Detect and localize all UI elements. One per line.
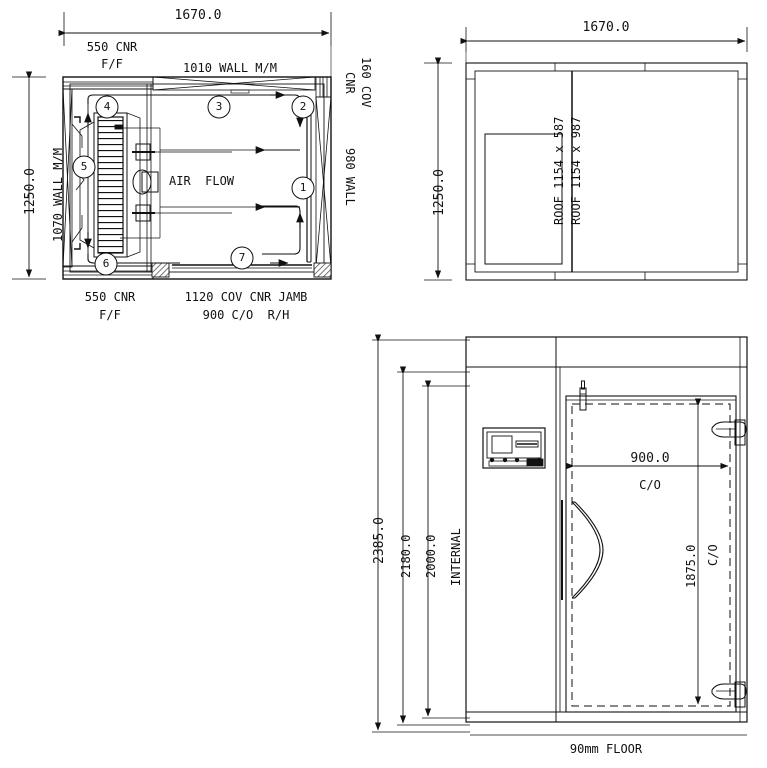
- elevation-internal-note: INTERNAL: [449, 528, 463, 586]
- elevation-2000-dimension: 2000.0: [424, 534, 438, 578]
- balloon-1-label: 1: [299, 181, 307, 194]
- balloon-5-label: 5: [80, 160, 88, 173]
- door-width-note: C/O: [639, 478, 661, 492]
- balloon-2-label: 2: [299, 100, 307, 113]
- door-height-dimension: 1875.0: [684, 544, 698, 588]
- elevation-view-geometry: [372, 334, 748, 736]
- plan-view-geometry: [12, 12, 332, 280]
- plan-label-ff-bottom: F/F: [99, 308, 121, 322]
- balloon-3-label: 3: [215, 100, 223, 113]
- plan-label-cnr: CNR: [343, 72, 357, 94]
- elevation-overall-dimension: 2385.0: [372, 517, 387, 564]
- plan-label-900-co-rh: 900 C/O R/H: [202, 308, 290, 322]
- roof-top-dimension: 1670.0: [582, 20, 630, 35]
- plan-air-flow-label: AIR FLOW: [169, 174, 235, 188]
- door-height-note: C/O: [706, 544, 720, 566]
- plan-top-dimension: 1670.0: [174, 8, 222, 23]
- plan-balloons: [72, 95, 315, 276]
- balloon-7-label: 7: [238, 251, 246, 264]
- balloon-6-label: 6: [102, 257, 110, 270]
- balloon-4-label: 4: [103, 100, 111, 113]
- plan-label-1070-wall: 1070 WALL M/M: [51, 148, 65, 242]
- door-width-dimension: 900.0: [630, 451, 670, 466]
- roof-panel-1-label: ROOF 1154 x 587: [552, 116, 566, 225]
- roof-view-geometry: [424, 27, 748, 281]
- plan-label-550-cnr-bottom: 550 CNR: [84, 290, 136, 304]
- plan-label-550-cnr-top: 550 CNR: [86, 40, 138, 54]
- plan-label-1120-cov-cnr-jamb: 1120 COV CNR JAMB: [184, 290, 308, 304]
- plan-label-ff-top: F/F: [101, 57, 123, 71]
- plan-label-160-cov: 160 COV: [359, 57, 373, 108]
- elevation-2180-dimension: 2180.0: [399, 534, 413, 578]
- plan-label-1010-wall: 1010 WALL M/M: [183, 61, 277, 75]
- floor-thickness-label: 90mm FLOOR: [569, 742, 643, 756]
- roof-panel-2-label: ROOF 1154 x 987: [569, 116, 583, 225]
- roof-left-dimension: 1250.0: [432, 169, 447, 216]
- plan-label-980-wall: 980 WALL: [343, 148, 357, 206]
- plan-left-dimension: 1250.0: [23, 168, 38, 215]
